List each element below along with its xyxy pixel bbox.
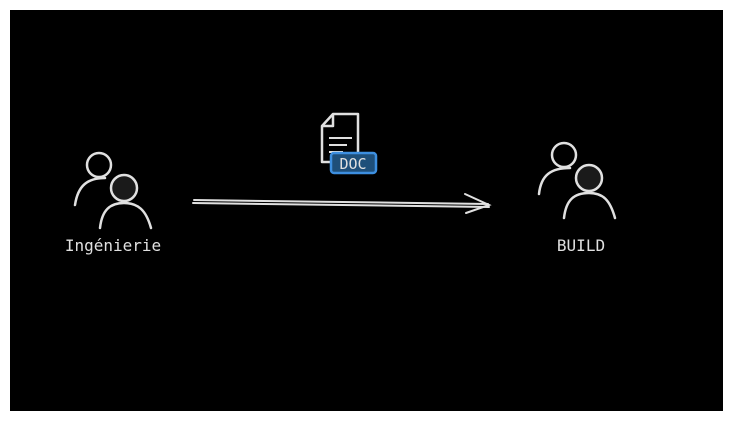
doc-badge-label: DOC — [339, 155, 366, 173]
users-icon — [537, 141, 617, 220]
doc-badge — [329, 151, 378, 175]
arrow-connector — [192, 193, 492, 214]
users-icon — [73, 151, 153, 230]
diagram-svg: DOC — [73, 112, 617, 230]
node-label-ingenierie: Ingénierie — [64, 236, 162, 255]
node-label-build: BUILD — [556, 236, 606, 255]
diagram-canvas: DOC Ingénierie BUILD — [10, 10, 723, 411]
